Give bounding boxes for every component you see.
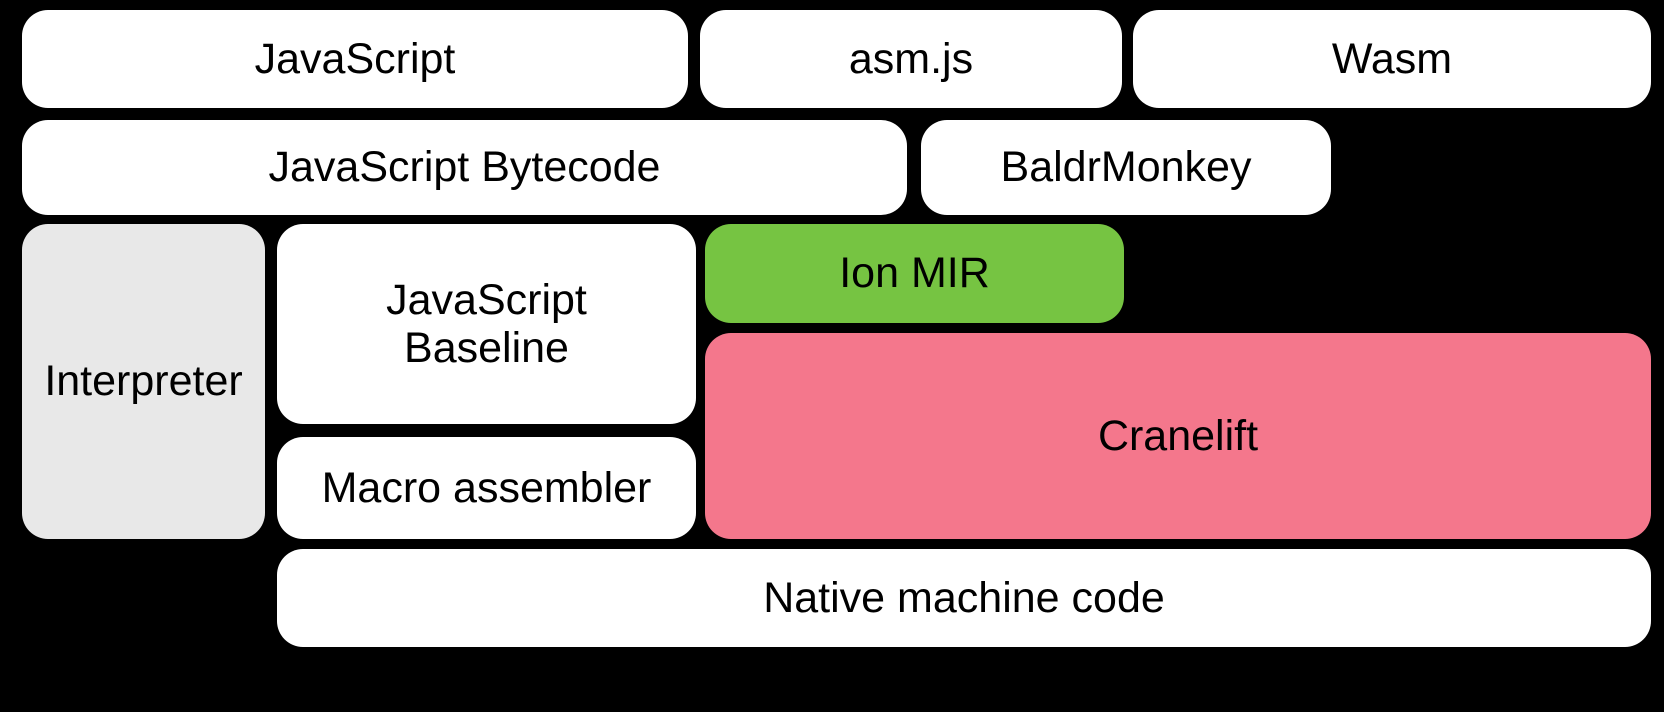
node-cranelift: Cranelift xyxy=(705,333,1651,539)
node-baldrmonkey: BaldrMonkey xyxy=(921,120,1331,215)
node-macro-assembler: Macro assembler xyxy=(277,437,696,539)
node-native-machine-code: Native machine code xyxy=(277,549,1651,647)
node-javascript-baseline: JavaScript Baseline xyxy=(277,224,696,424)
node-interpreter: Interpreter xyxy=(22,224,265,539)
node-ion-mir: Ion MIR xyxy=(705,224,1124,323)
node-javascript-bytecode: JavaScript Bytecode xyxy=(22,120,907,215)
node-asm-js: asm.js xyxy=(700,10,1122,108)
node-wasm: Wasm xyxy=(1133,10,1651,108)
node-javascript: JavaScript xyxy=(22,10,688,108)
